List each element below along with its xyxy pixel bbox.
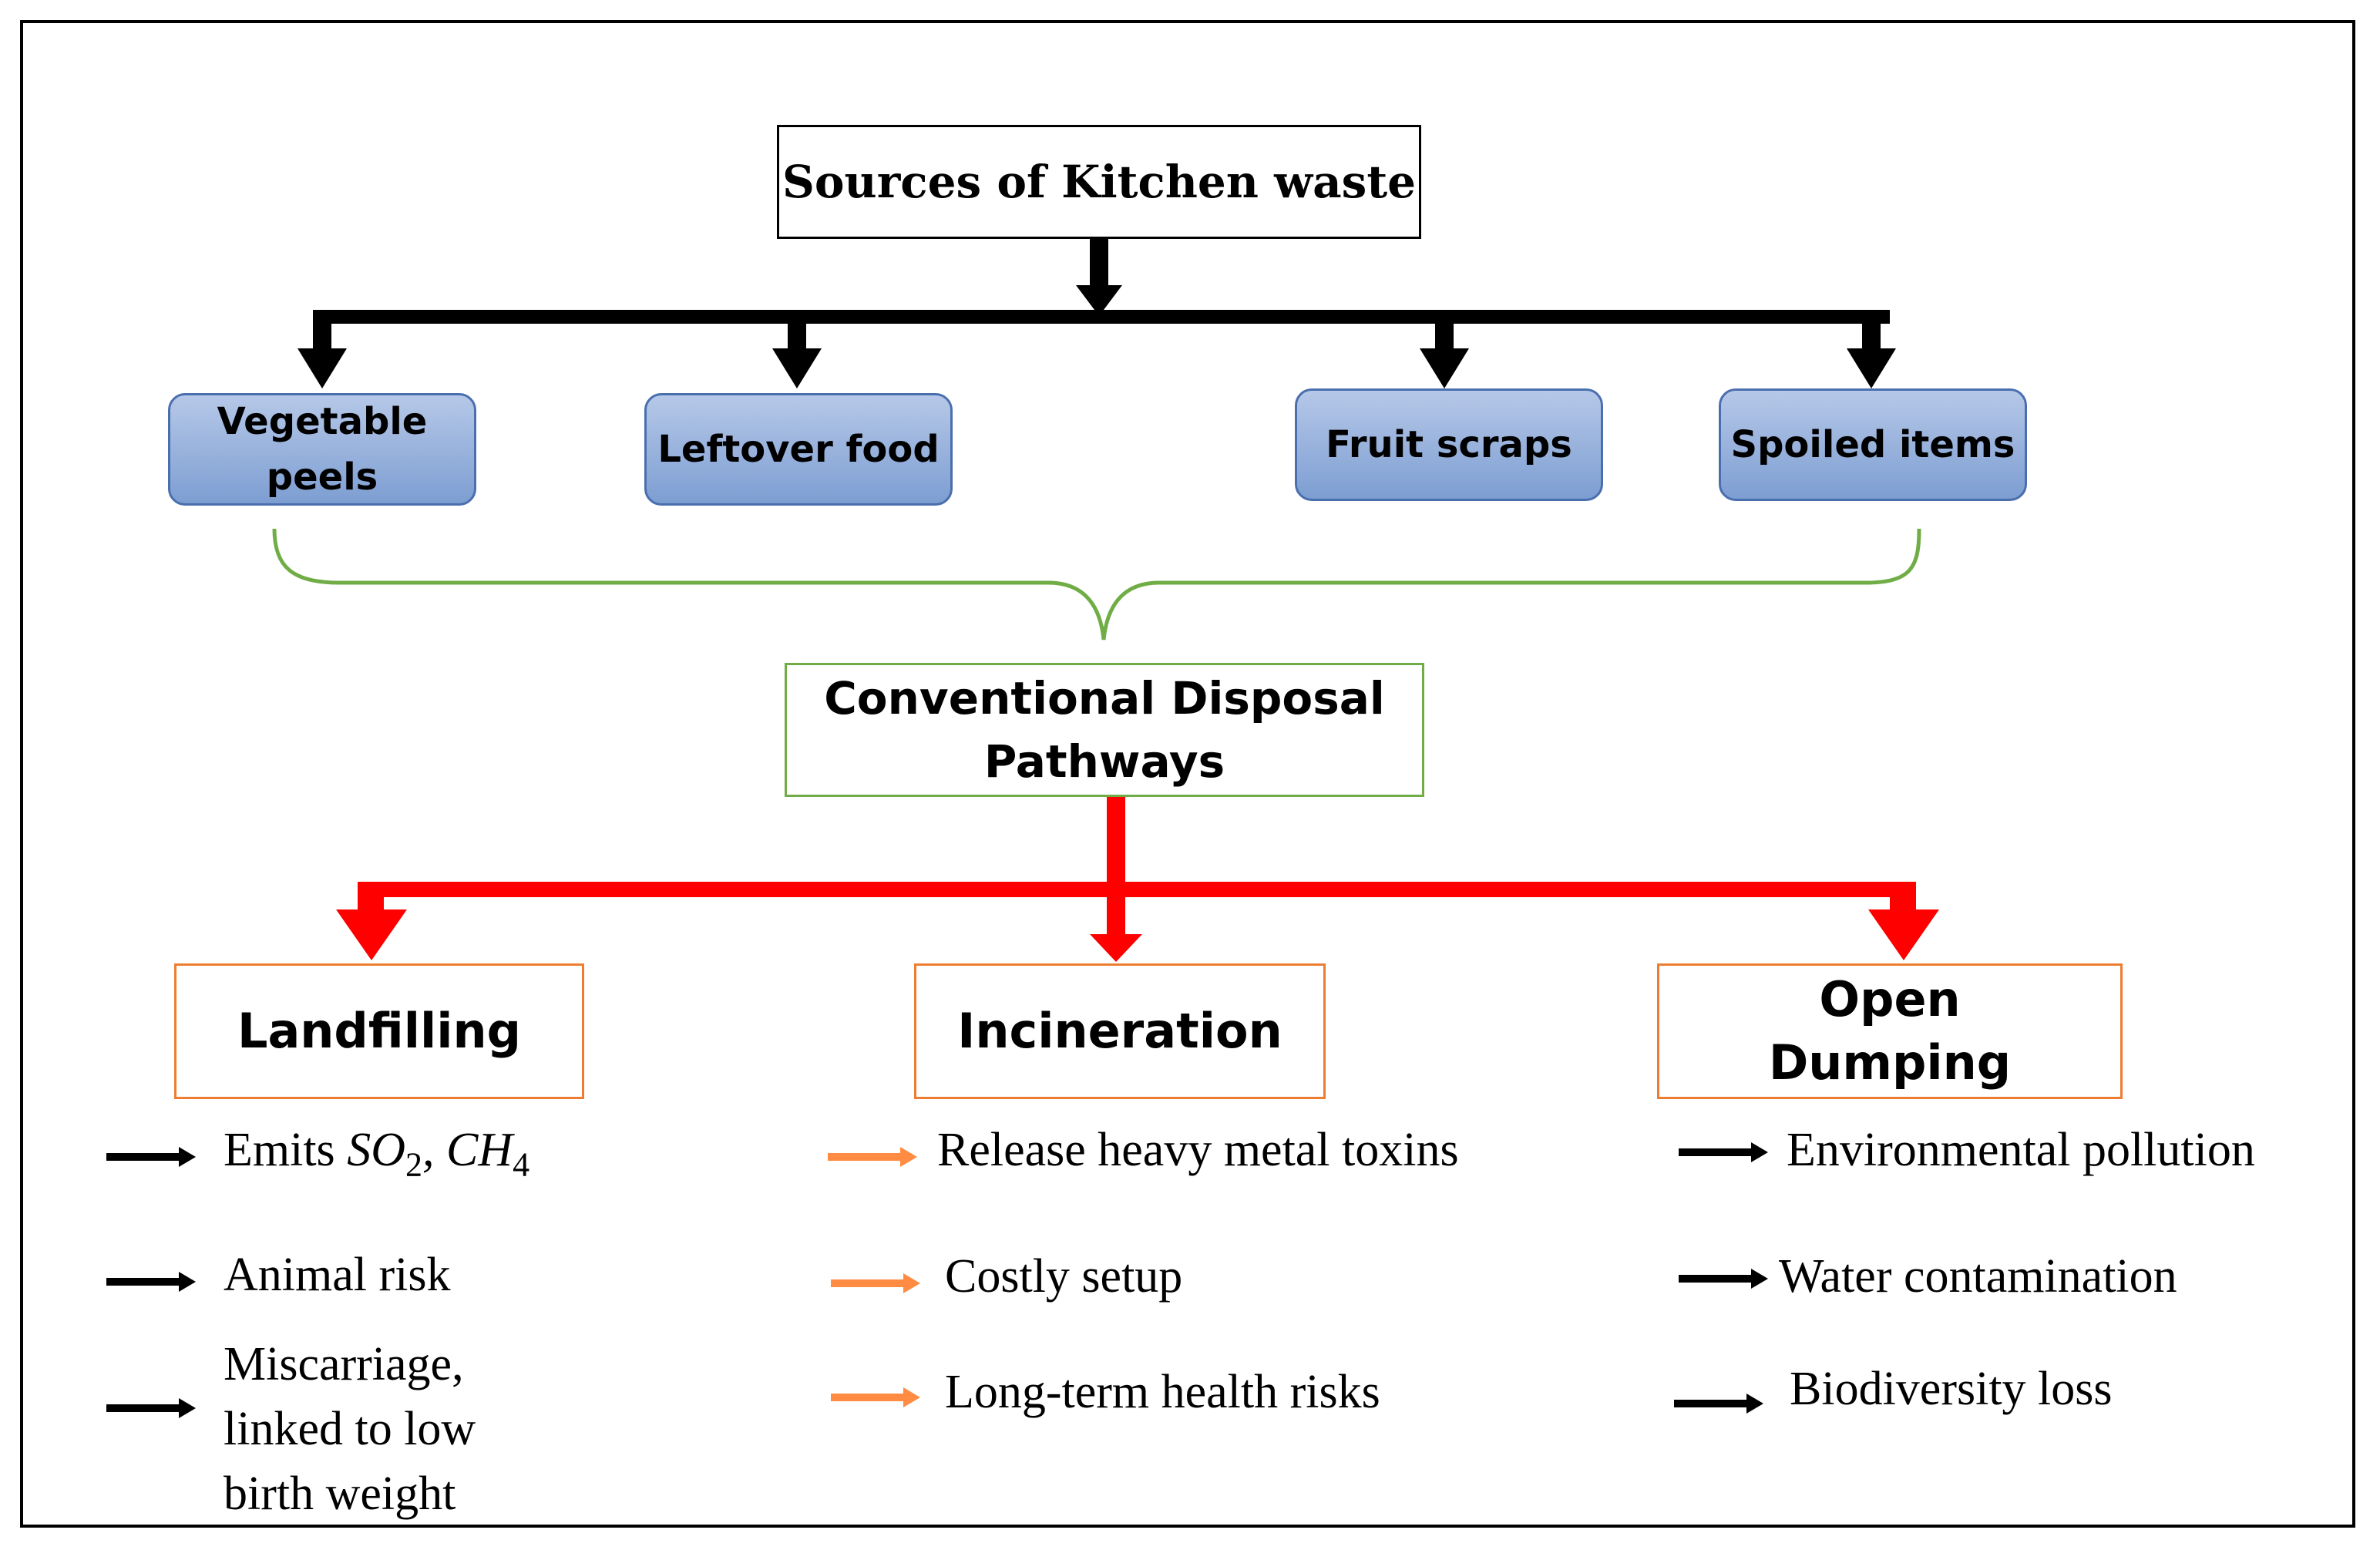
bullet-arrow-icon xyxy=(106,1272,196,1292)
source-title-box: Sources of Kitchen waste xyxy=(777,125,1421,239)
source-horizontal-bar xyxy=(313,310,1890,324)
formula-subscript: 2 xyxy=(405,1145,422,1184)
formula-so: SO xyxy=(347,1124,405,1176)
bullet-arrow-icon xyxy=(1679,1142,1768,1162)
incineration-effect-cost: Costly setup xyxy=(945,1244,1182,1309)
grouping-brace xyxy=(272,528,1921,641)
effect-text: Biodiversity loss xyxy=(1790,1363,2113,1415)
dumping-effect-biodiversity: Biodiversity loss xyxy=(1790,1357,2113,1421)
effect-text: Long-term health risks xyxy=(945,1366,1380,1418)
bullet-arrow-icon xyxy=(106,1147,196,1167)
arrow-shaft-incineration xyxy=(1107,882,1125,942)
landfill-effect-animal: Animal risk xyxy=(224,1242,450,1307)
disposal-title-box: Conventional Disposal Pathways xyxy=(785,663,1424,797)
landfill-effect-miscarriage: Miscarriage, linked to low birth weight xyxy=(224,1332,476,1526)
landfill-effect-emissions: Emits SO2, CH4 xyxy=(224,1118,529,1197)
source-label: Spoiled items xyxy=(1730,423,2015,466)
arrowhead-vegetable xyxy=(298,348,347,388)
source-label: Fruit scraps xyxy=(1326,423,1572,466)
pathway-landfilling: Landfilling xyxy=(174,963,584,1099)
bullet-arrow-icon xyxy=(831,1273,920,1293)
effect-text: Animal risk xyxy=(224,1249,451,1301)
dumping-effect-pollution: Environmental pollution xyxy=(1787,1118,2255,1182)
arrowhead-spoiled xyxy=(1847,348,1896,388)
incineration-effect-health: Long-term health risks xyxy=(945,1360,1380,1424)
pathway-stem xyxy=(1107,797,1125,897)
effect-line: birth weight xyxy=(224,1468,456,1520)
effect-line: linked to low xyxy=(224,1403,476,1455)
disposal-title: Conventional Disposal Pathways xyxy=(824,671,1385,788)
pathway-arrows xyxy=(336,797,1939,962)
bullet-arrow-icon xyxy=(1674,1394,1763,1414)
pathway-label: Open Dumping xyxy=(1768,971,2012,1091)
source-vegetable-peels: Vegetable peels xyxy=(168,393,476,506)
source-fruit-scraps: Fruit scraps xyxy=(1295,388,1603,501)
arrowhead-landfilling xyxy=(336,909,407,960)
effect-line: Miscarriage, xyxy=(224,1338,464,1390)
bullet-arrow-icon xyxy=(828,1147,917,1167)
bullet-arrow-icon xyxy=(831,1387,920,1407)
arrowhead-dumping xyxy=(1868,909,1939,960)
pathway-horizontal-bar xyxy=(358,882,1916,897)
source-stem-arrowhead xyxy=(1076,285,1122,316)
arrow-shaft-dumping xyxy=(1890,882,1916,913)
source-leftover-food: Leftover food xyxy=(644,393,953,506)
effect-prefix: Emits xyxy=(224,1124,348,1176)
effect-text: Water contamination xyxy=(1779,1250,2177,1303)
formula-ch: , CH xyxy=(422,1124,513,1176)
pathway-open-dumping: Open Dumping xyxy=(1657,963,2123,1099)
source-title: Sources of Kitchen waste xyxy=(782,156,1417,208)
pathway-label: Landfilling xyxy=(237,1003,522,1060)
pathway-incineration: Incineration xyxy=(914,963,1326,1099)
source-stem xyxy=(1090,239,1108,285)
effect-text: Release heavy metal toxins xyxy=(937,1124,1459,1176)
effect-text: Costly setup xyxy=(945,1250,1183,1303)
effect-text: Environmental pollution xyxy=(1787,1124,2255,1176)
arrowhead-incineration xyxy=(1090,934,1142,962)
bullet-arrow-icon xyxy=(1679,1269,1768,1289)
source-label: Vegetable peels xyxy=(217,400,428,499)
source-label: Leftover food xyxy=(657,428,940,471)
dumping-effect-water: Water contamination xyxy=(1779,1244,2177,1309)
arrow-shaft-landfilling xyxy=(358,882,384,913)
incineration-effect-toxins: Release heavy metal toxins xyxy=(937,1118,1459,1182)
arrowhead-leftover xyxy=(772,348,822,388)
source-arrows xyxy=(298,239,1896,388)
bullet-arrow-icon xyxy=(106,1398,196,1418)
pathway-label: Incineration xyxy=(957,1003,1282,1060)
arrowhead-fruit xyxy=(1420,348,1469,388)
source-spoiled-items: Spoiled items xyxy=(1719,388,2027,501)
formula-subscript: 4 xyxy=(513,1145,530,1184)
